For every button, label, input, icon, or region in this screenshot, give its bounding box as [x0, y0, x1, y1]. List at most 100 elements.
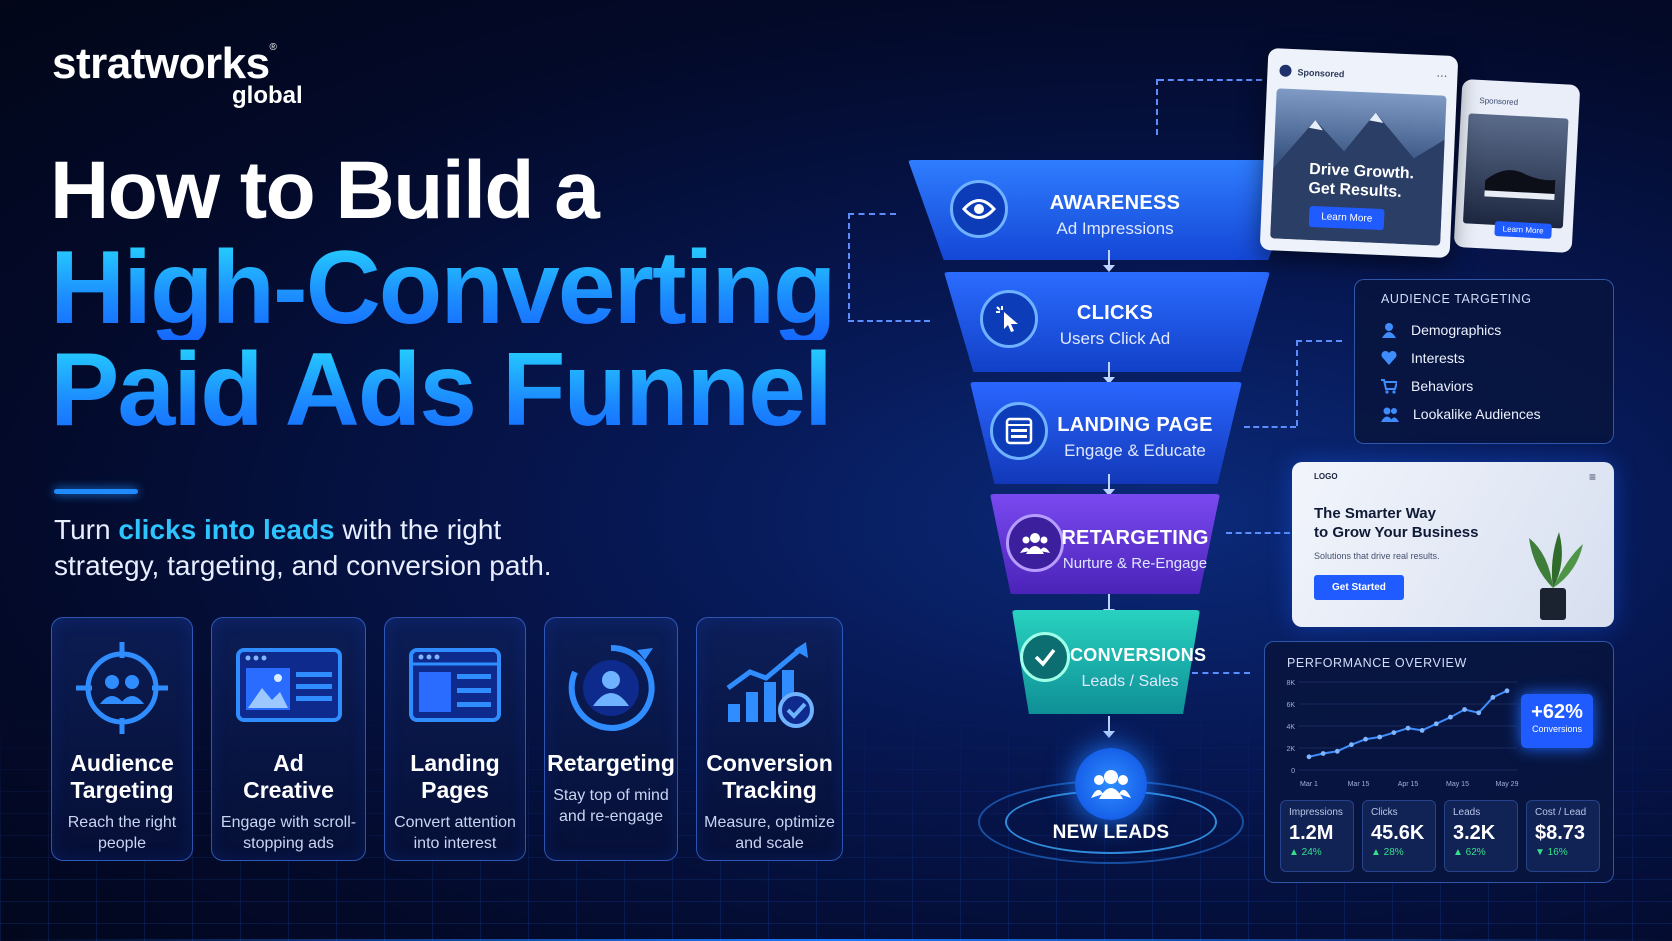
stat-label: Clicks [1371, 807, 1398, 818]
connector-landing-mock [1226, 532, 1290, 534]
connector-audience-vertical [1296, 340, 1298, 426]
headline-line-3: Paid Ads Funnel [50, 332, 833, 448]
stat-delta: ▲ 62% [1453, 847, 1486, 858]
funnel-label-awareness: AWARENESS [1049, 192, 1181, 214]
y-tick-label: 8K [1286, 680, 1295, 687]
feature-cards: Audience Targeting Reach the right peopl… [51, 617, 843, 861]
person-icon [1382, 323, 1396, 338]
retargeting-icon [568, 644, 655, 731]
x-tick-label: May 29 [1496, 781, 1519, 788]
performance-data-point [1320, 751, 1326, 756]
tagline-post: with the right strategy, targeting, and … [54, 514, 552, 581]
performance-data-point [1419, 728, 1425, 733]
conversions-badge: +62% Conversions [1521, 694, 1593, 748]
eye-icon [950, 180, 1008, 238]
stat-delta: ▲ 24% [1289, 847, 1322, 858]
stat-value: 3.2K [1453, 822, 1496, 844]
feature-desc: Measure, optimize and scale [704, 814, 835, 852]
stat-delta: ▼ 16% [1535, 847, 1568, 858]
check-circle-icon [1020, 632, 1070, 682]
connector-left-loop [848, 213, 850, 319]
feature-desc: Convert attention into interest [394, 814, 516, 852]
badge-label: Conversions [1531, 724, 1583, 734]
y-tick-label: 0 [1291, 768, 1295, 775]
ad-sponsored-label: Sponsored [1297, 67, 1345, 80]
performance-data-point [1405, 725, 1411, 731]
landing-headline: The Smarter Way to Grow Your Business [1314, 505, 1479, 541]
audience-item-behaviors: Behaviors [1381, 372, 1587, 400]
landing-page-icon [409, 648, 501, 722]
feature-card-ad-creative: Ad Creative Engage with scroll- stopping… [211, 617, 366, 861]
headline-line-1: How to Build a [50, 145, 600, 236]
brand-name: stratworks [52, 39, 270, 88]
connector-left-bottom [848, 320, 930, 322]
cart-icon [1381, 379, 1397, 394]
badge-value: +62% [1531, 701, 1583, 723]
heart-icon [1381, 350, 1397, 365]
connector-ad-drop [1156, 79, 1158, 135]
performance-data-point [1377, 734, 1383, 740]
stat-label: Cost / Lead [1535, 807, 1587, 818]
x-tick-label: Mar 1 [1300, 781, 1318, 788]
stat-value: 1.2M [1289, 822, 1334, 844]
cursor-click-icon [980, 290, 1038, 348]
connector-performance [1192, 672, 1250, 674]
feature-card-retargeting: Retargeting Stay top of mind and re-enga… [544, 617, 678, 861]
ad-sponsored-label: Sponsored [1479, 95, 1519, 107]
stat-label: Leads [1453, 807, 1481, 818]
new-leads-label: NEW LEADS [1052, 822, 1170, 843]
ad-learn-more-button[interactable]: Learn More [1308, 205, 1385, 231]
connector-audience-upper [1296, 340, 1342, 342]
stat-clicks: Clicks 45.6K ▲ 28% [1362, 800, 1436, 872]
performance-data-point [1504, 688, 1510, 694]
stat-cost-per-lead: Cost / Lead $8.73 ▼ 16% [1526, 800, 1600, 872]
audience-item-interests: Interests [1381, 344, 1587, 372]
audience-item-demographics: Demographics [1381, 316, 1587, 344]
ad-learn-more-button-secondary[interactable]: Learn More [1494, 220, 1552, 239]
funnel-sub-conversions: Leads / Sales [1081, 673, 1179, 690]
feature-title: Retargeting [547, 750, 675, 776]
stat-impressions: Impressions 1.2M ▲ 24% [1280, 800, 1354, 872]
funnel-label-clicks: CLICKS [1076, 302, 1154, 324]
funnel-sub-retargeting: Nurture & Re-Engage [1062, 555, 1208, 572]
group-icon [1006, 514, 1064, 572]
get-started-button[interactable]: Get Started [1314, 575, 1404, 600]
funnel-label-landing-page: LANDING PAGE [1057, 414, 1213, 436]
users-icon [1381, 407, 1399, 422]
connector-audience-lower [1244, 426, 1296, 428]
users-icon [1075, 748, 1147, 820]
performance-title: PERFORMANCE OVERVIEW [1287, 656, 1467, 670]
performance-data-point [1363, 736, 1368, 742]
headline-line-2: High-Converting [50, 230, 837, 346]
connector-left-top [848, 213, 896, 215]
funnel-arrow [1103, 474, 1115, 496]
performance-data-point [1334, 748, 1340, 754]
landing-page-mockup: LOGO ≡ The Smarter Way to Grow Your Busi… [1292, 462, 1614, 627]
funnel-label-retargeting: RETARGETING [1061, 527, 1209, 549]
funnel-sub-clicks: Users Click Ad [1059, 329, 1171, 348]
ad-card-primary: Sponsored ⋯ Drive Growth. Get Results. L… [1259, 47, 1459, 259]
funnel-sub-landing-page: Engage & Educate [1064, 441, 1206, 460]
ad-card-secondary: Sponsored Learn More [1453, 79, 1581, 253]
funnel-sub-awareness: Ad Impressions [1056, 219, 1174, 238]
funnel-label-conversions: CONVERSIONS [1070, 645, 1207, 665]
y-tick-label: 4K [1286, 724, 1295, 731]
background-glow-line [0, 939, 1672, 941]
audience-item-label: Lookalike Audiences [1413, 406, 1541, 422]
stat-label: Impressions [1289, 807, 1343, 818]
performance-data-point [1433, 721, 1439, 727]
stat-value: 45.6K [1371, 822, 1425, 844]
hamburger-menu-icon[interactable]: ≡ [1588, 470, 1596, 484]
funnel-arrow [1103, 362, 1115, 384]
more-options-icon[interactable]: ⋯ [1436, 70, 1448, 83]
funnel-arrow [1103, 594, 1115, 616]
tagline-highlight: clicks into leads [118, 514, 335, 545]
ad-creative-icon [235, 648, 342, 722]
x-tick-label: May 15 [1446, 781, 1469, 788]
connector-ad-top [1158, 79, 1262, 81]
funnel-arrow [1103, 250, 1115, 272]
performance-data-point [1490, 695, 1496, 700]
audience-panel-title: AUDIENCE TARGETING [1381, 292, 1532, 306]
accent-bar [54, 489, 138, 494]
